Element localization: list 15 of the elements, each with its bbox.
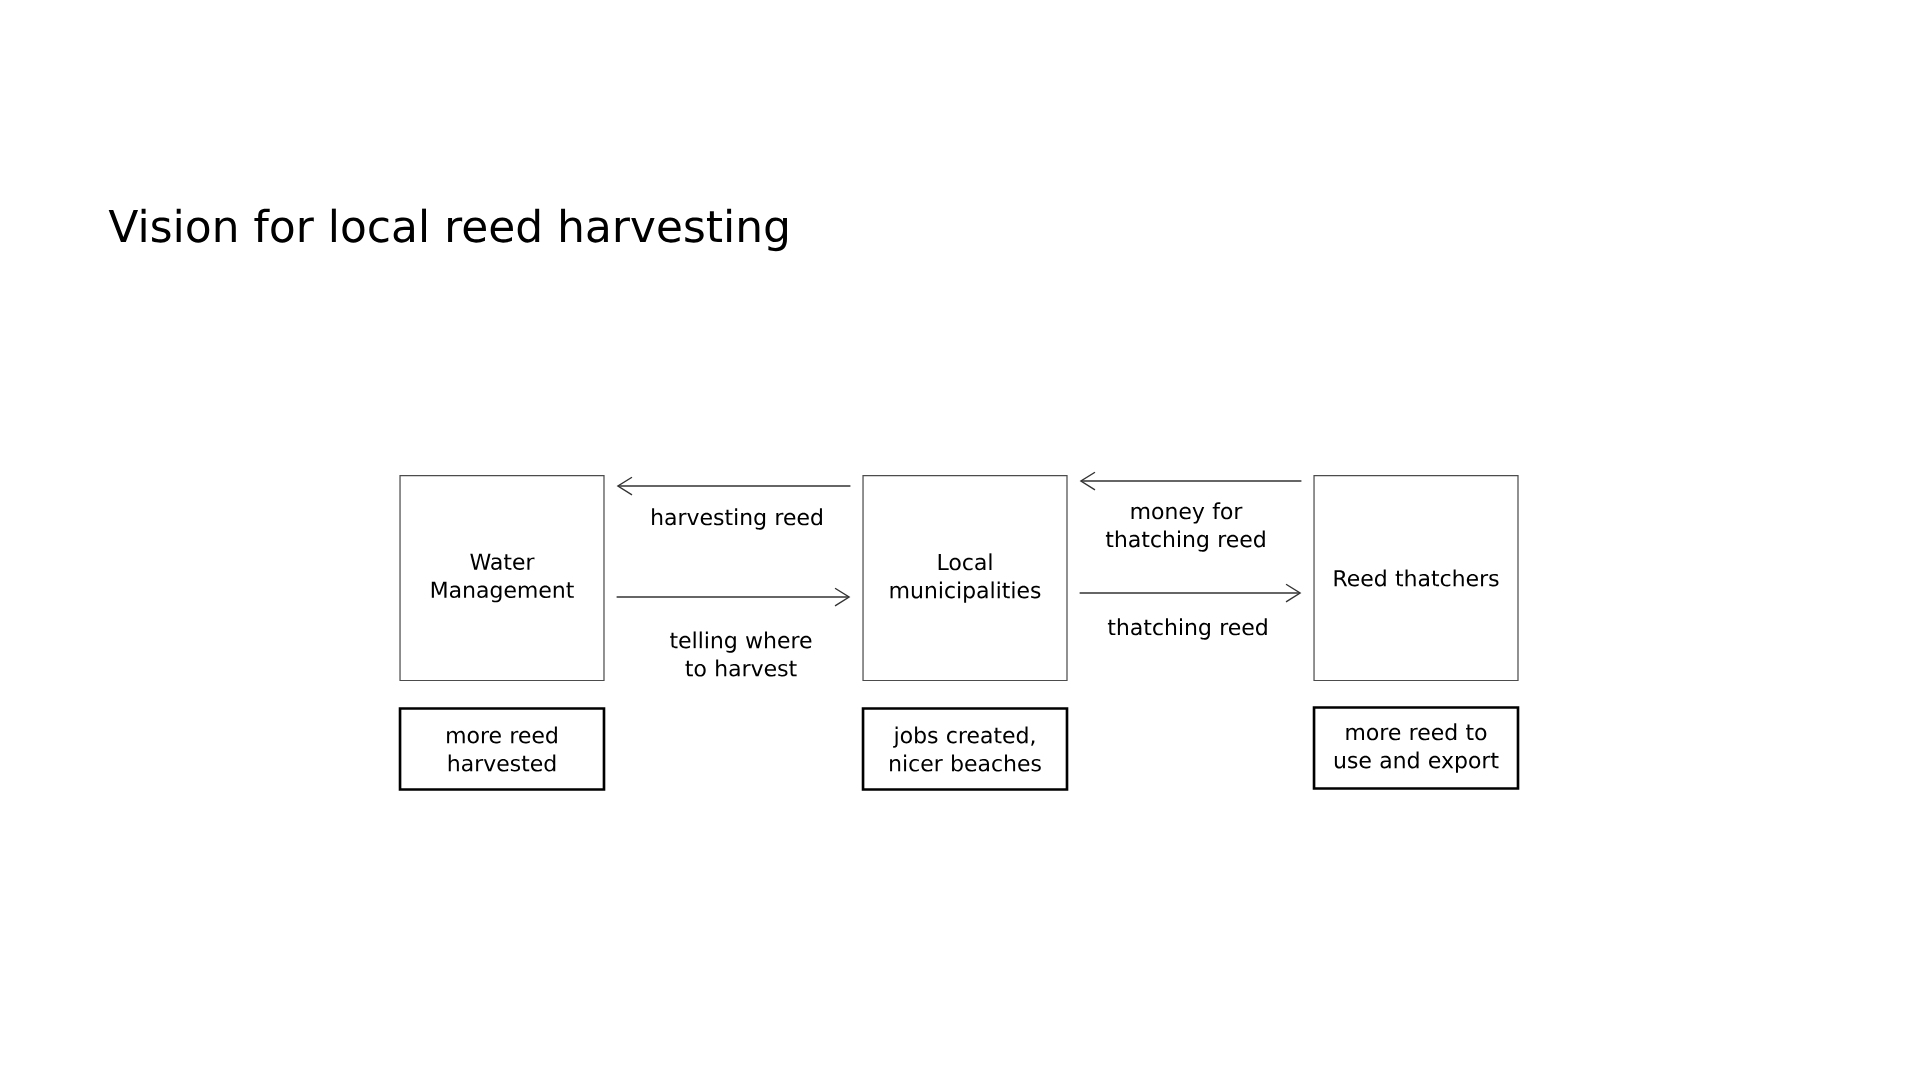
arrow	[1079, 471, 1303, 491]
process-box: Water Management	[399, 474, 605, 682]
outcome-box: more reed to use and export	[1312, 706, 1520, 790]
arrow	[1078, 583, 1302, 603]
arrow	[616, 476, 852, 496]
edge-label: harvesting reed	[652, 508, 822, 530]
process-box: Reed thatchers	[1313, 474, 1519, 682]
edge-label: money for thatching reed	[1105, 502, 1265, 552]
outcome-box: more reed harvested	[398, 707, 606, 791]
process-box: Local municipalities	[862, 474, 1068, 682]
arrow	[615, 587, 851, 607]
title: Vision for local reed harvesting	[108, 208, 787, 252]
edge-label: thatching reed	[1107, 618, 1267, 640]
edge-label: telling where to harvest	[670, 631, 812, 677]
outcome-box: jobs created, nicer beaches	[861, 707, 1069, 791]
